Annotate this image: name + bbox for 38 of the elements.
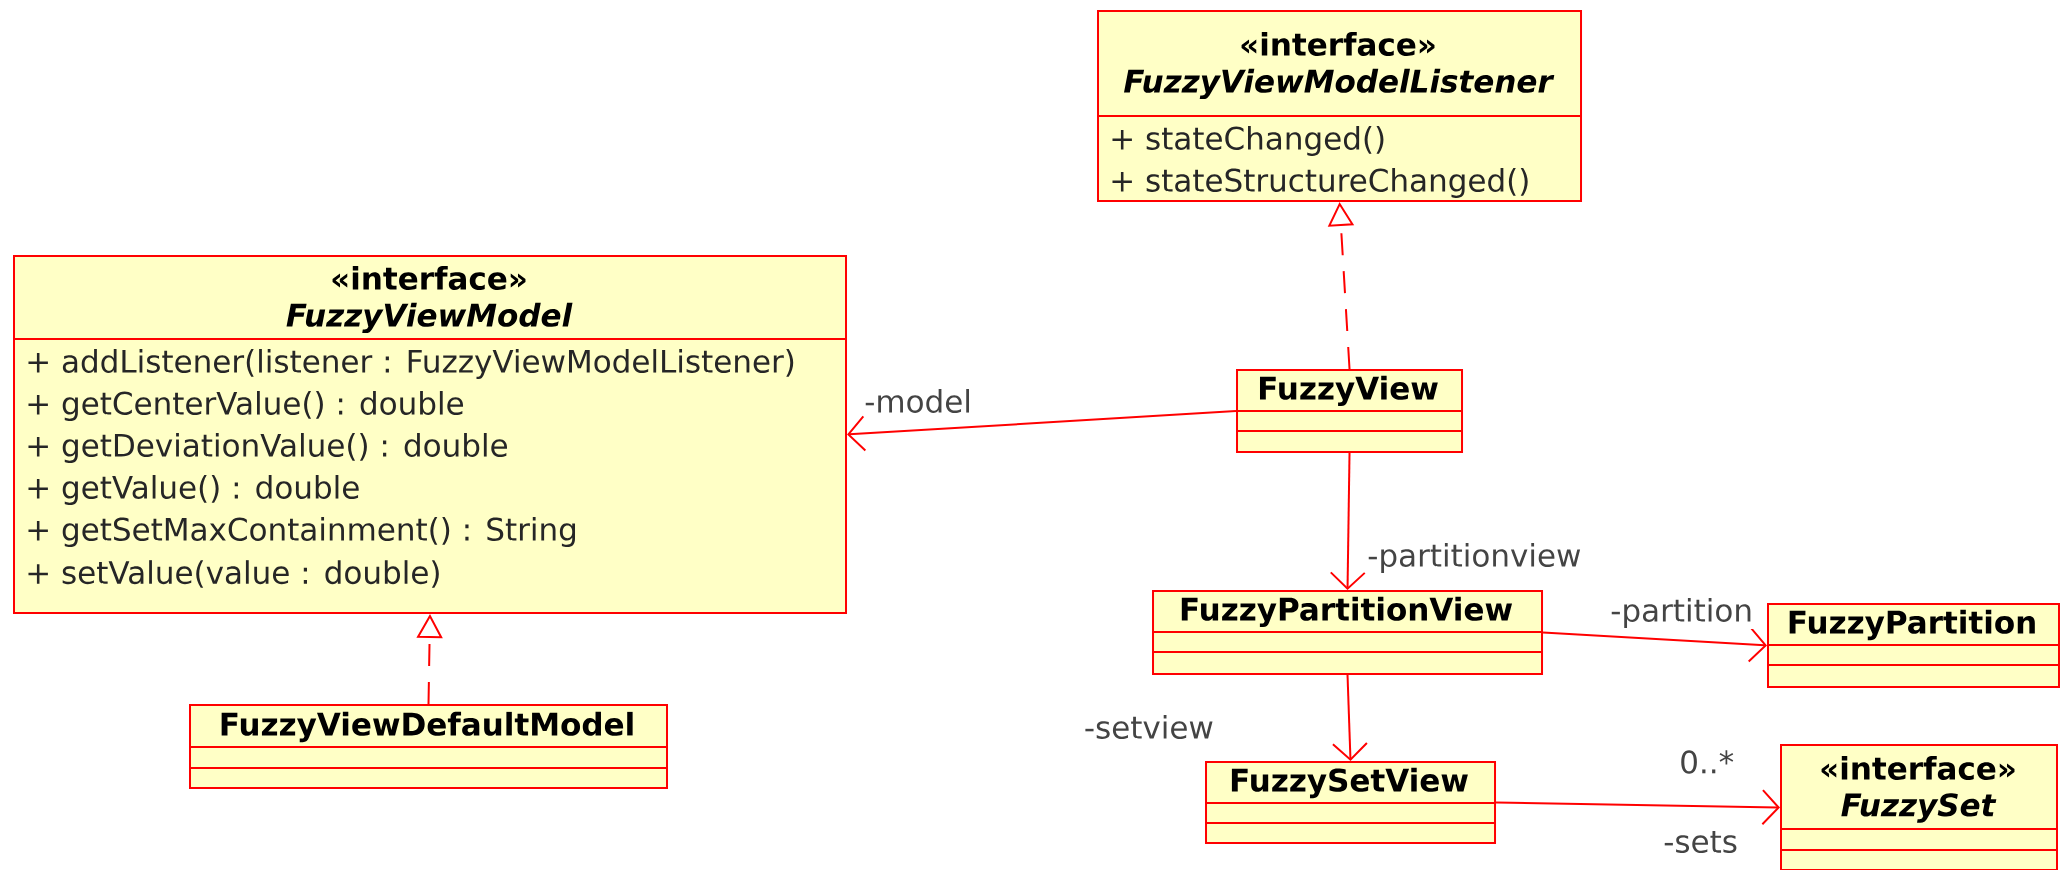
association-arrow [1329,452,1366,590]
class-name: FuzzySet [1841,793,1997,823]
stereotype: «interface» [1821,756,2015,780]
method: + getValue() : double [28,475,359,505]
method: + getSetMaxContainment() : String [28,517,575,547]
method: + getCenterValue() : double [28,391,463,421]
association-arrow [1542,626,1768,663]
association-arrow [1495,789,1781,826]
stereotype: «interface» [1241,32,1435,56]
association-arrow [1331,674,1368,761]
class-box [12,255,847,614]
class-name: FuzzyViewModel [286,302,573,334]
edge-label: -sets [1662,829,1739,855]
method: + stateChanged() [1112,126,1384,156]
class-box [1151,590,1543,675]
class-box [1779,744,2059,870]
edge-label: -model [863,388,973,414]
stereotype: «interface» [332,266,526,290]
method: + getDeviationValue() : double [28,433,507,463]
multiplicity-label: 0..* [1678,749,1736,775]
edge-label: -partitionview [1366,542,1583,574]
class-box [1235,369,1463,453]
method: + setValue(value : double) [28,560,439,588]
edge-label: -partition [1609,597,1754,629]
class-name: FuzzyView [1260,375,1438,407]
class-box [188,704,668,789]
class-box [1096,10,1582,202]
method: + stateStructureChanged() [1112,168,1528,198]
class-name: FuzzyViewModelListener [1124,68,1555,100]
class-name: FuzzySetView [1231,767,1468,799]
class-name: FuzzyPartitionView [1181,596,1512,628]
method: + addListener(listener : FuzzyViewModelListener) [28,349,794,379]
class-name: FuzzyViewDefaultModel [221,711,633,743]
class-name: FuzzyPartition [1789,609,2035,641]
class-box [1204,761,1496,844]
association-arrow [847,410,1237,452]
class-box [1766,603,2060,688]
edge-label: -setview [1082,714,1215,740]
